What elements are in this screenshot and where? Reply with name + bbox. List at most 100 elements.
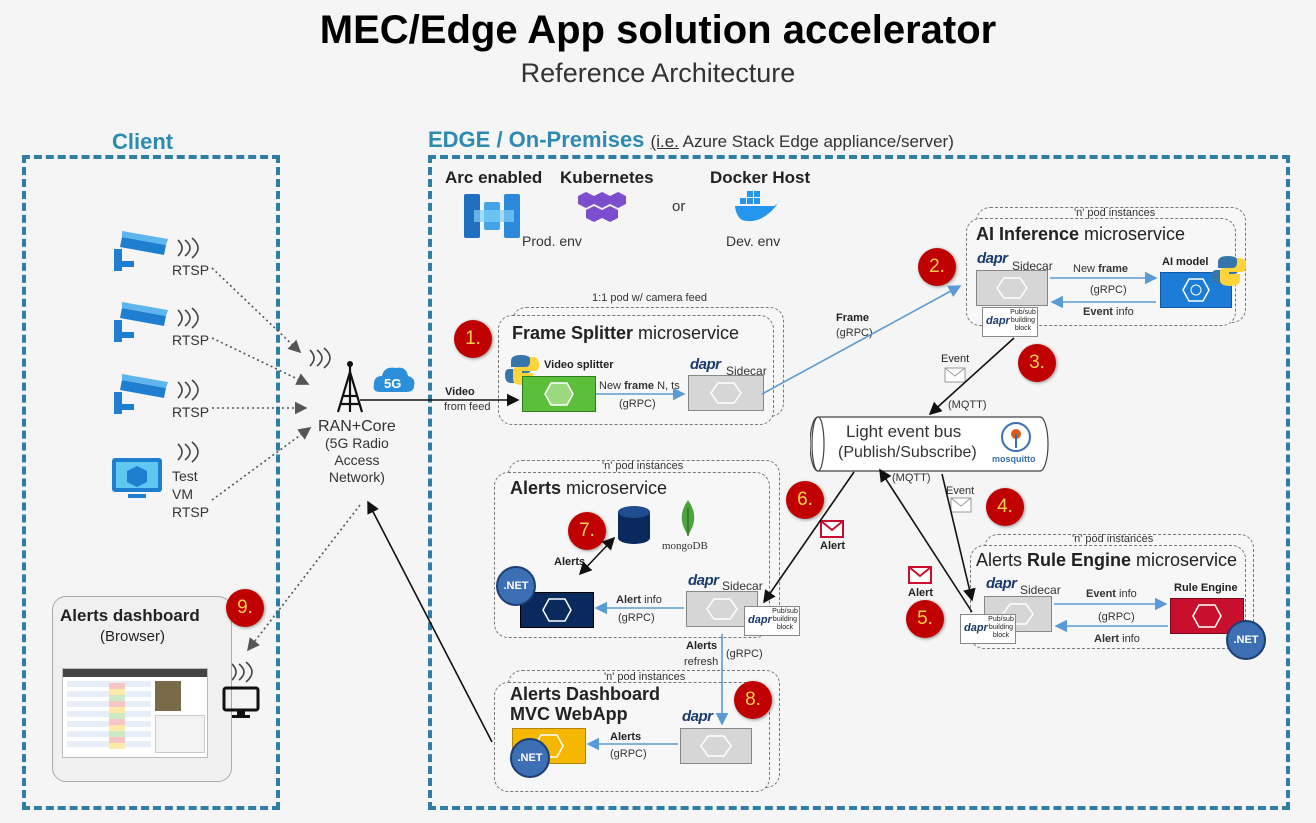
event-label-1: Event [941,353,970,365]
alert-envelope-icon [820,520,844,538]
mosquitto-icon [1001,422,1031,452]
prod-env-label: Prod. env [522,233,582,249]
alerts-pod-label: 'n' pod instances [602,460,684,472]
dapr-logo: dapr [977,250,1008,267]
mongodb-label: mongoDB [662,540,708,552]
dash-alerts-label: Alerts [610,731,642,743]
ai-pod-label: 'n' pod instances [1074,207,1156,219]
event-bus-title: Light event bus [846,422,962,441]
monitor-icon [222,686,260,718]
step-8-badge: 8. [734,681,772,719]
alert-label-1: Alert [820,540,846,552]
page-subtitle: Reference Architecture [520,58,796,88]
frame-splitter-title: Frame Splitter microservice [512,323,740,343]
wifi-icon [177,379,199,401]
wifi-icon [177,441,199,463]
video-splitter-label: Video splitter [544,359,614,371]
camera-icon [114,374,168,414]
edge-title: EDGE / On-Premises (i.e. Azure Stack Edg… [428,127,954,152]
video-splitter-box [522,376,596,412]
frame-label: Frame [836,312,870,324]
re-event-info-label: Event info [1086,588,1137,600]
alert-label-2: Alert [908,587,934,599]
or-label: or [672,198,686,215]
fs-grpc-label: (gRPC) [619,398,656,410]
step-6-badge: 6. [786,481,824,519]
client-title: Client [112,129,174,154]
ai-inference-title: AI Inference microservice [976,224,1186,244]
mongodb-leaf-icon [681,500,695,536]
page-title: MEC/Edge App solution accelerator [319,8,997,52]
re-sidecar-label: Sidecar [1020,583,1061,597]
wifi-icon [309,347,331,369]
dash-sidecar-box [680,728,752,764]
ai-event-info-label: Event info [1083,306,1134,318]
ai-sidecar-label: Sidecar [1012,259,1053,273]
dash-grpc-label: (gRPC) [610,748,647,760]
step-5-badge: 5. [906,600,944,638]
ai-model-label: AI model [1162,256,1209,268]
5g-cloud-icon: 5G [373,367,415,392]
alerts-title: Alerts microservice [510,478,668,498]
envelope-icon [950,497,972,513]
ran-label: RAN+Core (5G Radio Access Network) [318,418,396,486]
alerts-refresh-label-2: refresh [684,656,719,668]
rule-engine-title: Alerts Rule Engine microservice [976,550,1238,570]
ai-new-frame-label: New frame [1073,263,1129,275]
from-feed-label: from feed [444,401,491,413]
step-1-badge: 1. [454,320,492,358]
kubernetes-label: Kubernetes [560,168,654,187]
azure-arc-icon [464,194,520,238]
dapr-logo: dapr [986,575,1017,592]
wifi-icon [231,661,253,683]
envelope-icon [944,367,966,383]
edge-subtitle: (i.e. Azure Stack Edge appliance/server) [650,132,954,151]
docker-host-label: Docker Host [710,168,811,187]
rtsp-label-3: RTSP [172,404,210,420]
step-4-badge: 4. [986,488,1024,526]
dapr-logo: dapr [688,572,719,589]
dotnet-badge: .NET [1226,620,1266,660]
alerts-grpc-label: (gRPC) [618,612,655,624]
alerts-alert-info-label: Alert info [616,594,662,606]
event-bus-subtitle: (Publish/Subscribe) [838,444,977,461]
rtsp-label-1: RTSP [172,262,210,278]
mosquitto-label: mosquitto [992,454,1036,464]
fs-new-frame-label: New frame N, ts [599,380,680,392]
event-label-2: Event [946,485,975,497]
cell-tower-icon [336,361,364,413]
dapr-logo: dapr [690,356,721,373]
camera-icon [114,302,168,342]
dev-env-label: Dev. env [726,233,781,249]
camera-icon [114,231,168,271]
wifi-icon [177,307,199,329]
alerts-service-box [520,592,594,628]
wifi-icon [177,237,199,259]
edge-region [428,155,1290,810]
step-2-badge: 2. [918,248,956,286]
fs-sidecar-box [688,375,764,411]
arc-enabled-label: Arc enabled [445,168,543,187]
alerts-sidecar-label: Sidecar [722,579,763,593]
dashboard-subtitle: (Browser) [100,628,166,645]
dashboard-screenshot [62,668,208,758]
dapr-logo: dapr [682,708,713,725]
fs-sidecar-label: Sidecar [726,364,767,378]
mqtt-label-2: (MQTT) [892,472,931,484]
refresh-grpc-label: (gRPC) [726,648,763,660]
test-vm-icon [112,458,162,498]
kubernetes-icon [578,192,626,222]
frame-grpc-label: (gRPC) [836,327,873,339]
step-9-badge: 9. [226,589,264,627]
alerts-refresh-label-1: Alerts [686,640,718,652]
mqtt-label-1: (MQTT) [948,399,987,411]
dashboard-title: Alerts dashboard [60,606,200,625]
rtsp-label-2: RTSP [172,332,210,348]
ai-grpc-label: (gRPC) [1090,284,1127,296]
database-icon [618,506,650,544]
light-event-bus [810,416,1049,472]
ai-sidecar-box [976,270,1048,306]
